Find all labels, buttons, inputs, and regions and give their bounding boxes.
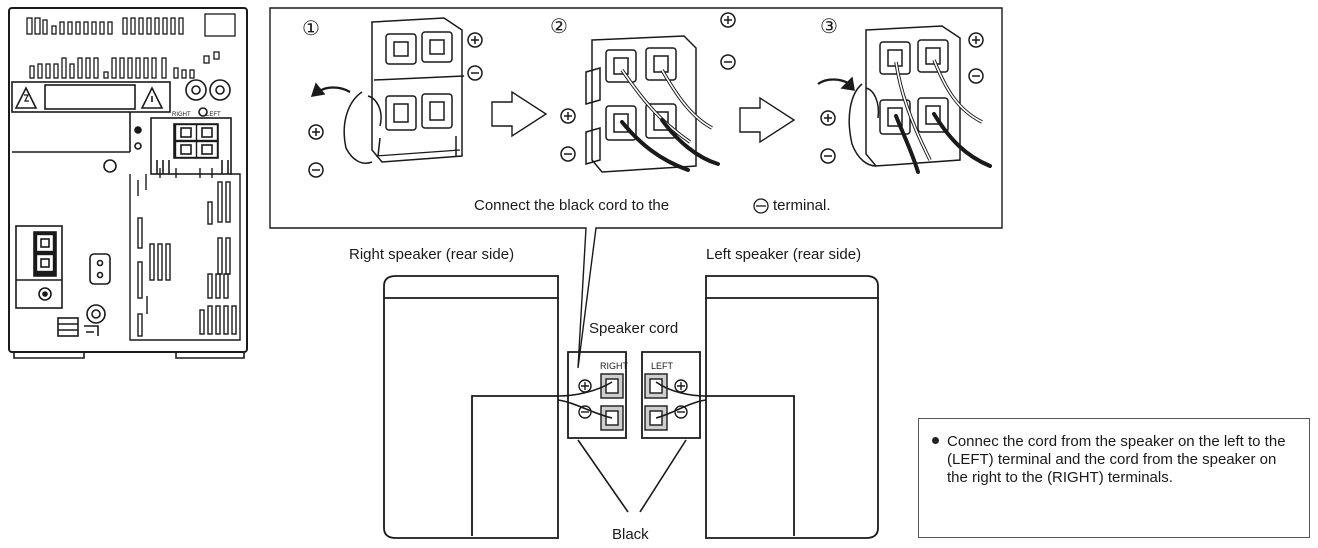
main-unit-rear-panel xyxy=(8,7,248,359)
unit-terminal-right-label: RIGHT xyxy=(172,112,191,118)
warning-label xyxy=(11,81,171,113)
top-vent-slots xyxy=(26,13,236,79)
black-label: Black xyxy=(612,526,649,543)
speaker-terminal-panels xyxy=(567,351,701,439)
step-caption-tail: terminal. xyxy=(773,197,831,214)
rca-jacks xyxy=(185,79,231,117)
speaker-terminals xyxy=(578,373,688,431)
left-speaker-label: Left speaker (rear side) xyxy=(706,246,862,263)
steps-box xyxy=(269,7,1003,369)
step-arrow-2 xyxy=(739,96,796,144)
terminal-right-label: RIGHT xyxy=(600,361,628,371)
step-number-1: ① xyxy=(302,18,320,40)
step-3-illustration xyxy=(817,25,992,174)
step-caption: Connect the black cord to the xyxy=(474,197,670,214)
note-text: Connec the cord from the speaker on the … xyxy=(947,433,1286,486)
step-number-3: ③ xyxy=(820,16,838,38)
terminal-left-label: LEFT xyxy=(651,361,674,371)
right-speaker-label: Right speaker (rear side) xyxy=(349,246,515,263)
step-arrow-1 xyxy=(491,90,548,138)
caption-minus-symbol xyxy=(753,198,769,214)
step-number-2: ② xyxy=(550,16,568,38)
instruction-note: Connec the cord from the speaker on the … xyxy=(918,418,1310,538)
step-2-illustration xyxy=(560,12,736,173)
speaker-cord-label: Speaker cord xyxy=(589,320,679,337)
unit-speaker-terminal-block xyxy=(150,117,232,175)
unit-heatsink-grille xyxy=(129,168,241,341)
right-speaker xyxy=(383,275,559,539)
note-bullet xyxy=(932,437,939,444)
speaker-cords xyxy=(557,381,707,513)
unit-lower-connectors xyxy=(15,225,111,337)
unit-terminal-left-label: LEFT xyxy=(206,112,221,118)
left-speaker xyxy=(705,275,879,539)
step-1-illustration xyxy=(308,17,483,178)
